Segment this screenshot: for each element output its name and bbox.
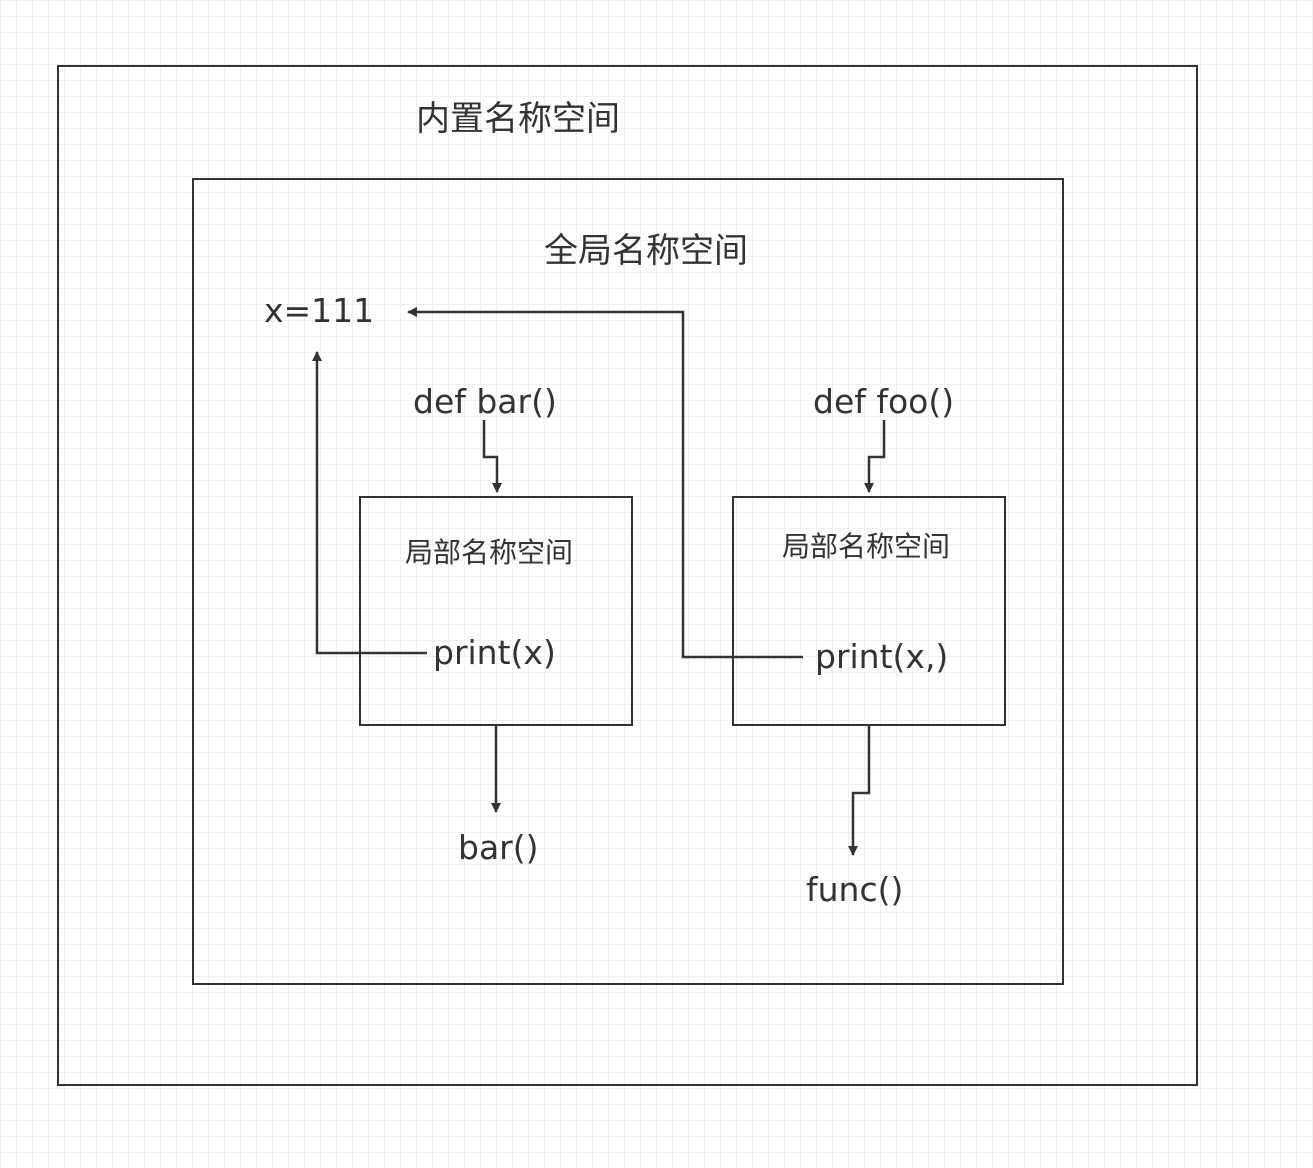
foo-local-namespace-title: 局部名称空间 [782, 530, 951, 563]
foo-lookup-arrow [407, 307, 803, 659]
bar-print-statement: print(x) [433, 633, 556, 672]
foo-local-namespace-box [732, 496, 1006, 726]
global-namespace-box [192, 178, 1064, 985]
global-variable-x: x=111 [264, 291, 375, 330]
bar-lookup-arrow [312, 351, 427, 655]
bar-call: bar() [458, 828, 539, 867]
foo-definition: def foo() [813, 382, 955, 421]
foo-def-arrow [864, 420, 886, 493]
bar-definition: def bar() [413, 382, 557, 421]
bar-local-namespace-box [359, 496, 633, 726]
func-call: func() [806, 870, 904, 909]
bar-def-arrow [482, 420, 502, 493]
foo-print-statement: print(x,) [815, 637, 949, 676]
global-namespace-title: 全局名称空间 [544, 231, 748, 271]
bar-local-namespace-title: 局部名称空间 [405, 536, 574, 569]
func-call-arrow [848, 726, 871, 856]
builtin-namespace-box [57, 65, 1198, 1086]
builtin-namespace-title: 内置名称空间 [416, 99, 620, 139]
